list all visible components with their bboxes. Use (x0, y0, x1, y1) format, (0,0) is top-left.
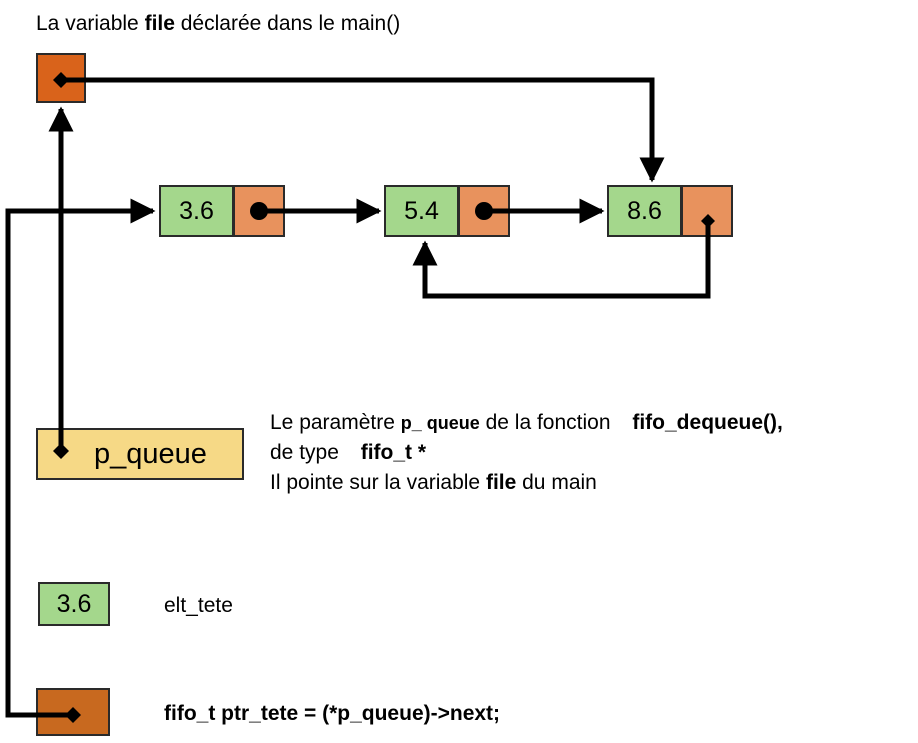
description-line-2: de type fifo_t * (270, 441, 426, 465)
description-line-1: Le paramètre p_ queue de la fonction fif… (270, 411, 783, 435)
desc-l1-prefix: Le paramètre (270, 411, 401, 434)
title-prefix: La variable (36, 12, 145, 35)
diamond-node-3 (701, 214, 715, 228)
node-3-value: 8.6 (607, 185, 682, 237)
desc-l3-suffix: du main (516, 471, 597, 494)
desc-l2-type: fifo_t * (360, 441, 427, 464)
desc-l1-mid: de la fonction (479, 411, 617, 434)
title-suffix: déclarée dans le main() (174, 12, 401, 35)
p-queue-label: p_queue (94, 438, 207, 470)
elt-tete-label: elt_tete (164, 594, 233, 617)
elt-tete-box: 3.6 (38, 582, 110, 626)
description-line-3: Il pointe sur la variable file du main (270, 471, 597, 495)
title-bold: file (144, 12, 175, 35)
code-line: fifo_t ptr_tete = (*p_queue)->next; (164, 702, 501, 725)
p-queue-box: p_queue (36, 428, 244, 480)
diamond-ptr-tete (65, 707, 81, 723)
diagram-title: La variable file déclarée dans le main() (36, 12, 400, 36)
dot-node-1 (250, 202, 268, 220)
diamond-p-queue (53, 443, 69, 459)
diamond-file (53, 72, 69, 88)
arrow-file-to-node-3 (61, 77, 665, 183)
desc-l3-bold: file (485, 471, 517, 494)
desc-l2-prefix: de type (270, 441, 345, 464)
desc-l1-func: fifo_dequeue(), (632, 411, 783, 434)
arrow-node-3-to-node-2 (412, 220, 711, 299)
arrow-ptr-tete-to-node-1 (5, 198, 156, 718)
desc-l1-param: p_ queue (400, 413, 480, 433)
desc-l3-prefix: Il pointe sur la variable (270, 471, 486, 494)
dot-node-2 (475, 202, 493, 220)
